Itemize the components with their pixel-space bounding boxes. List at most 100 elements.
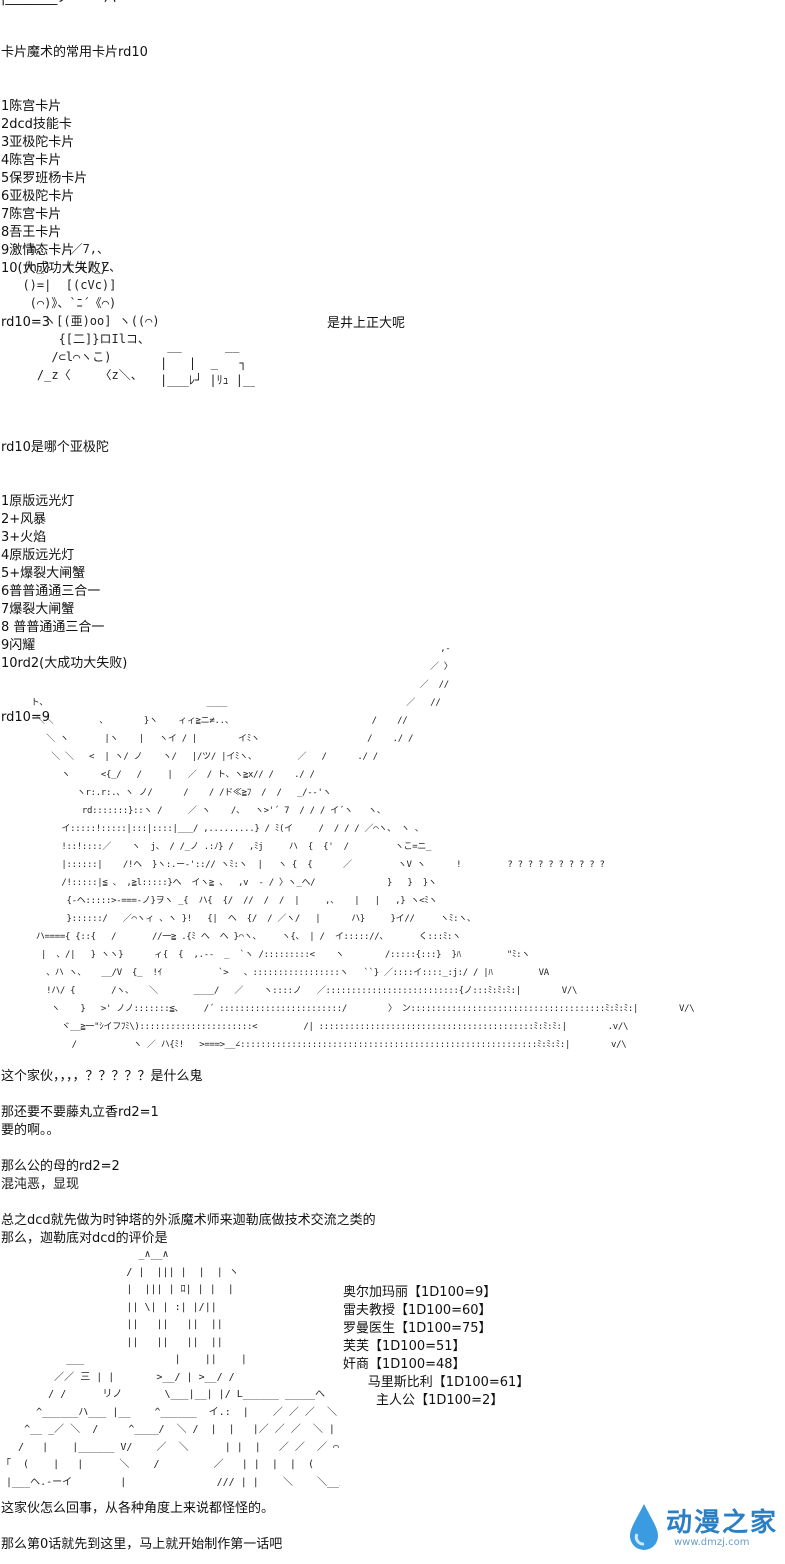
art-line: | | _ ┐ |: [160, 356, 255, 370]
ending-text: 这家伙怎么回事，从各种角度上来说都怪怪的。 那么第0话就先到这里，马上就开始制作…: [1, 1500, 282, 1554]
art-line: !ハ/ { /ヽ、 ＼ ____/ ／ ヽ::::ノ ／::::::::::::…: [0, 986, 578, 996]
art-line: || || || ||: [0, 1336, 223, 1348]
art-line: 、ハ ヽ、 __/V {_ !ｲ `> 、:::::::::::::::::ヽ …: [0, 968, 549, 978]
list-item: 6普普通通三合一: [1, 584, 101, 599]
art-line: ヽ <{_/ / | ／ / ト、ヽ≧x// / ./ /: [0, 770, 315, 780]
evaluation-name: 雷夫教授: [343, 1303, 396, 1318]
text-line: [1, 1086, 376, 1104]
art-line: ｢ ( | | ＼ / ／ | | | | ( |: [0, 1459, 340, 1470]
art-line: ,-: [0, 644, 451, 654]
art-line: |___ヘ.-ーイ | /// | | ＼ ＼__/: [0, 1476, 340, 1488]
art-line: ヽr:.r:.、ヽ ノ/ / / /ド≪≧ﾌ / / _/-‐'ヽ: [0, 788, 332, 798]
art-line: ／ 〉: [0, 662, 453, 672]
evaluation-name: 奥尔加玛丽: [343, 1285, 409, 1300]
art-line: ＼ ＼ < | ヽ/ ノ ヽ/ |/ツ/ |イﾐヽ、 ／ / ./ /: [0, 752, 378, 762]
evaluation-name: 马里斯比利: [343, 1375, 433, 1390]
art-line: ＼＼ 、 }ヽ ィィ≧ニ≠..、 / //: [0, 716, 408, 726]
ascii-art-decade: _∧__∧ / | ||| | | | ヽ | ||| | ﾛ| | | | |…: [0, 1246, 340, 1490]
text-line: 那么公的母的rd2=2: [1, 1159, 120, 1174]
watermark-url: www.dmzj.com: [674, 1537, 750, 1548]
art-line: / / リノ \___|__| |/ L______ _____へ: [0, 1389, 326, 1400]
art-line: | 、/| } ヽヽ} ィ{ { ,.-‐ _ `ヽ /:::::::::< ヽ…: [0, 950, 530, 960]
ascii-art-monster: ,- ／ 〉 ／ // ト、: [0, 640, 785, 1060]
evaluation-name: 罗曼医生: [343, 1321, 396, 1336]
art-line: __ __: [160, 339, 240, 353]
top-fragment: |________ノ ̄ ̄ ̄ ̄ ̄ ̄ ̄ハ: [1, 0, 116, 8]
art-line: ^______ハ___ |__ ^______ イ.: | ／ ／ ／ ＼: [0, 1406, 337, 1418]
list-item: 3+火焰: [1, 530, 47, 545]
art-line: ヽ } >' ノノ:::::::≦、 /´ ::::::::::::::::::…: [0, 1004, 695, 1014]
watermark: 动漫之家 www.dmzj.com: [624, 1500, 782, 1558]
art-line: ()=| [(cVc)]: [8, 278, 117, 292]
art-line: || \| | :| |/||: [0, 1301, 217, 1313]
list-item: 8吾王卡片: [1, 225, 62, 240]
evaluation-row: 芙芙【1D100=51】: [343, 1338, 529, 1356]
art-line: / | |______ V/ ／ ＼ | | | ／ ／ ／ ⌒ ＼ |: [0, 1441, 340, 1453]
art-line: {[二]}ロIlコ、: [8, 332, 150, 346]
text-line: 这家伙怎么回事，从各种角度上来说都怪怪的。: [1, 1501, 275, 1516]
evaluation-roll: 【1D100=61】: [432, 1375, 530, 1390]
art-line: /_z〈 〈z＼、: [8, 368, 143, 382]
list-item: 7陈宫卡片: [1, 207, 62, 222]
text-line: 混沌恶，显现: [1, 1177, 80, 1192]
art-line: ヽ[(亜)oo] ヽ((⌒): [8, 314, 158, 328]
card-list-1-title: 卡片魔术的常用卡片rd10: [1, 45, 148, 60]
art-line: イ:::::!:::::|:::|::::|___/ ,.........} /…: [0, 824, 424, 834]
art-line: }::::::/ ／⌒ヽィ 、ヽ }! {| ヘ {/ / ／ヽ/ | ハ} }…: [0, 914, 476, 924]
evaluation-row: 主人公【1D100=2】: [343, 1392, 529, 1410]
art-line: ヾ__≧一"ｼイフﾌﾐ\)::::::::::::::::::::::< /| …: [0, 1022, 629, 1032]
list-item: 1陈宫卡片: [1, 99, 62, 114]
watermark-title: 动漫之家: [666, 1508, 779, 1538]
list-item: 9激情态卡片: [1, 243, 75, 258]
list-item: 4陈宫卡片: [1, 153, 62, 168]
art-line: ／／ 三 | | >__/ | >__/ /: [0, 1371, 235, 1383]
evaluation-row: 奥尔加玛丽【1D100=9】: [343, 1284, 529, 1302]
text-line: 那么，迦勒底对dcd的评价是: [1, 1231, 168, 1246]
art-line: ＼ ヽ |ヽ | ヽイ / | イﾐヽ / ./ /: [0, 734, 414, 744]
art-line: ハ===={ {::{ / //一≧ .{ﾐ ヘ ヘ }⌒ヽ、 ヽ{、 | / …: [0, 932, 461, 942]
text-line: 要的啊。。: [1, 1123, 60, 1138]
evaluation-name: 芙芙: [343, 1339, 370, 1354]
art-line: ___ | || |: [0, 1354, 247, 1365]
list-item: 2+风暴: [1, 512, 47, 527]
card-list-1-result: rd10=3: [1, 315, 51, 330]
art-line: _∧__∧: [0, 1249, 169, 1260]
list-item: 6亚极陀卡片: [1, 189, 75, 204]
art-line: / | ||| | | | ヽ: [0, 1266, 239, 1278]
list-item: 1原版远光灯: [1, 494, 75, 509]
evaluation-list: 奥尔加玛丽【1D100=9】雷夫教授【1D100=60】罗曼医生【1D100=7…: [343, 1284, 529, 1410]
text-line: 那么第0话就先到这里，马上就开始制作第一话吧: [1, 1537, 283, 1552]
evaluation-roll: 【1D100=48】: [369, 1357, 466, 1372]
art-line: ^__ _／ ＼ / ^____/ ＼ / | | |／ ／ ／ ＼ |: [0, 1424, 335, 1435]
list-item: 3亚极陀卡片: [1, 135, 75, 150]
ascii-art-sign: __ __ | | _ ┐ | |___ﾚ┘ |ﾘｭ |__|: [160, 338, 255, 393]
list-item: 4原版远光灯: [1, 548, 75, 563]
card-list-2-result: rd10=9: [1, 710, 51, 725]
art-line: ト、 ____ ／ //: [0, 698, 441, 708]
evaluation-roll: 【1D100=75】: [395, 1321, 492, 1336]
art-line: n、 ／7,、: [8, 242, 110, 256]
list-item: 10rd2(大成功大失败): [1, 656, 128, 671]
art-line: |::::::| /!ヘ }ヽ:.ー‐'::// ヽﾐ:ヽ | ヽ { { ／ …: [0, 860, 605, 870]
text-line: 总之dcd就先做为时钟塔的外派魔术师来迦勒底做技术交流之类的: [1, 1213, 376, 1228]
evaluation-row: 奸商【1D100=48】: [343, 1356, 529, 1374]
list-item: 8 普普通通三合一: [1, 620, 105, 635]
art-line: |___ﾚ┘ |ﾘｭ |__|: [160, 373, 255, 387]
art-line: ／ //: [0, 680, 449, 690]
evaluation-roll: 【1D100=2】: [415, 1393, 504, 1408]
text-line: 那还要不要藤丸立香rd2=1: [1, 1105, 159, 1120]
art-line: /!:::::|≦ 、 ,≧l:::::}ヘ イヽ≧ 、 ,v - / 〉ヽ_ヘ…: [0, 878, 437, 888]
art-line: {-ヘ:::::>-===‐ノ}ヲヽ _{ ハ{ {/ // / / | ,、 …: [0, 896, 438, 906]
evaluation-name: 主人公: [343, 1393, 416, 1408]
text-line: 这个家伙，，，，？？？？？是什么鬼: [1, 1069, 203, 1084]
evaluation-row: 罗曼医生【1D100=75】: [343, 1320, 529, 1338]
art-line: (h_} ( (/_Z、: [8, 260, 122, 274]
art-line: / ヽ ／ ハ{ﾐ! >===>__∠:::::::::::::::::::::…: [0, 1040, 627, 1050]
art-line: rd:::::::}::ヽ / ／ ヽ /、 ヽ>'´ 7 / / / イ´ヽ …: [0, 806, 386, 816]
art-line: /⊂l⌒ヽこ): [8, 350, 112, 364]
evaluation-row: 马里斯比利【1D100=61】: [343, 1374, 530, 1392]
section-text: 这个家伙，，，，？？？？？是什么鬼 那还要不要藤丸立香rd2=1 要的啊。。 那么…: [1, 1068, 376, 1248]
art-line: | ||| | ﾛ| | | |: [0, 1284, 234, 1295]
